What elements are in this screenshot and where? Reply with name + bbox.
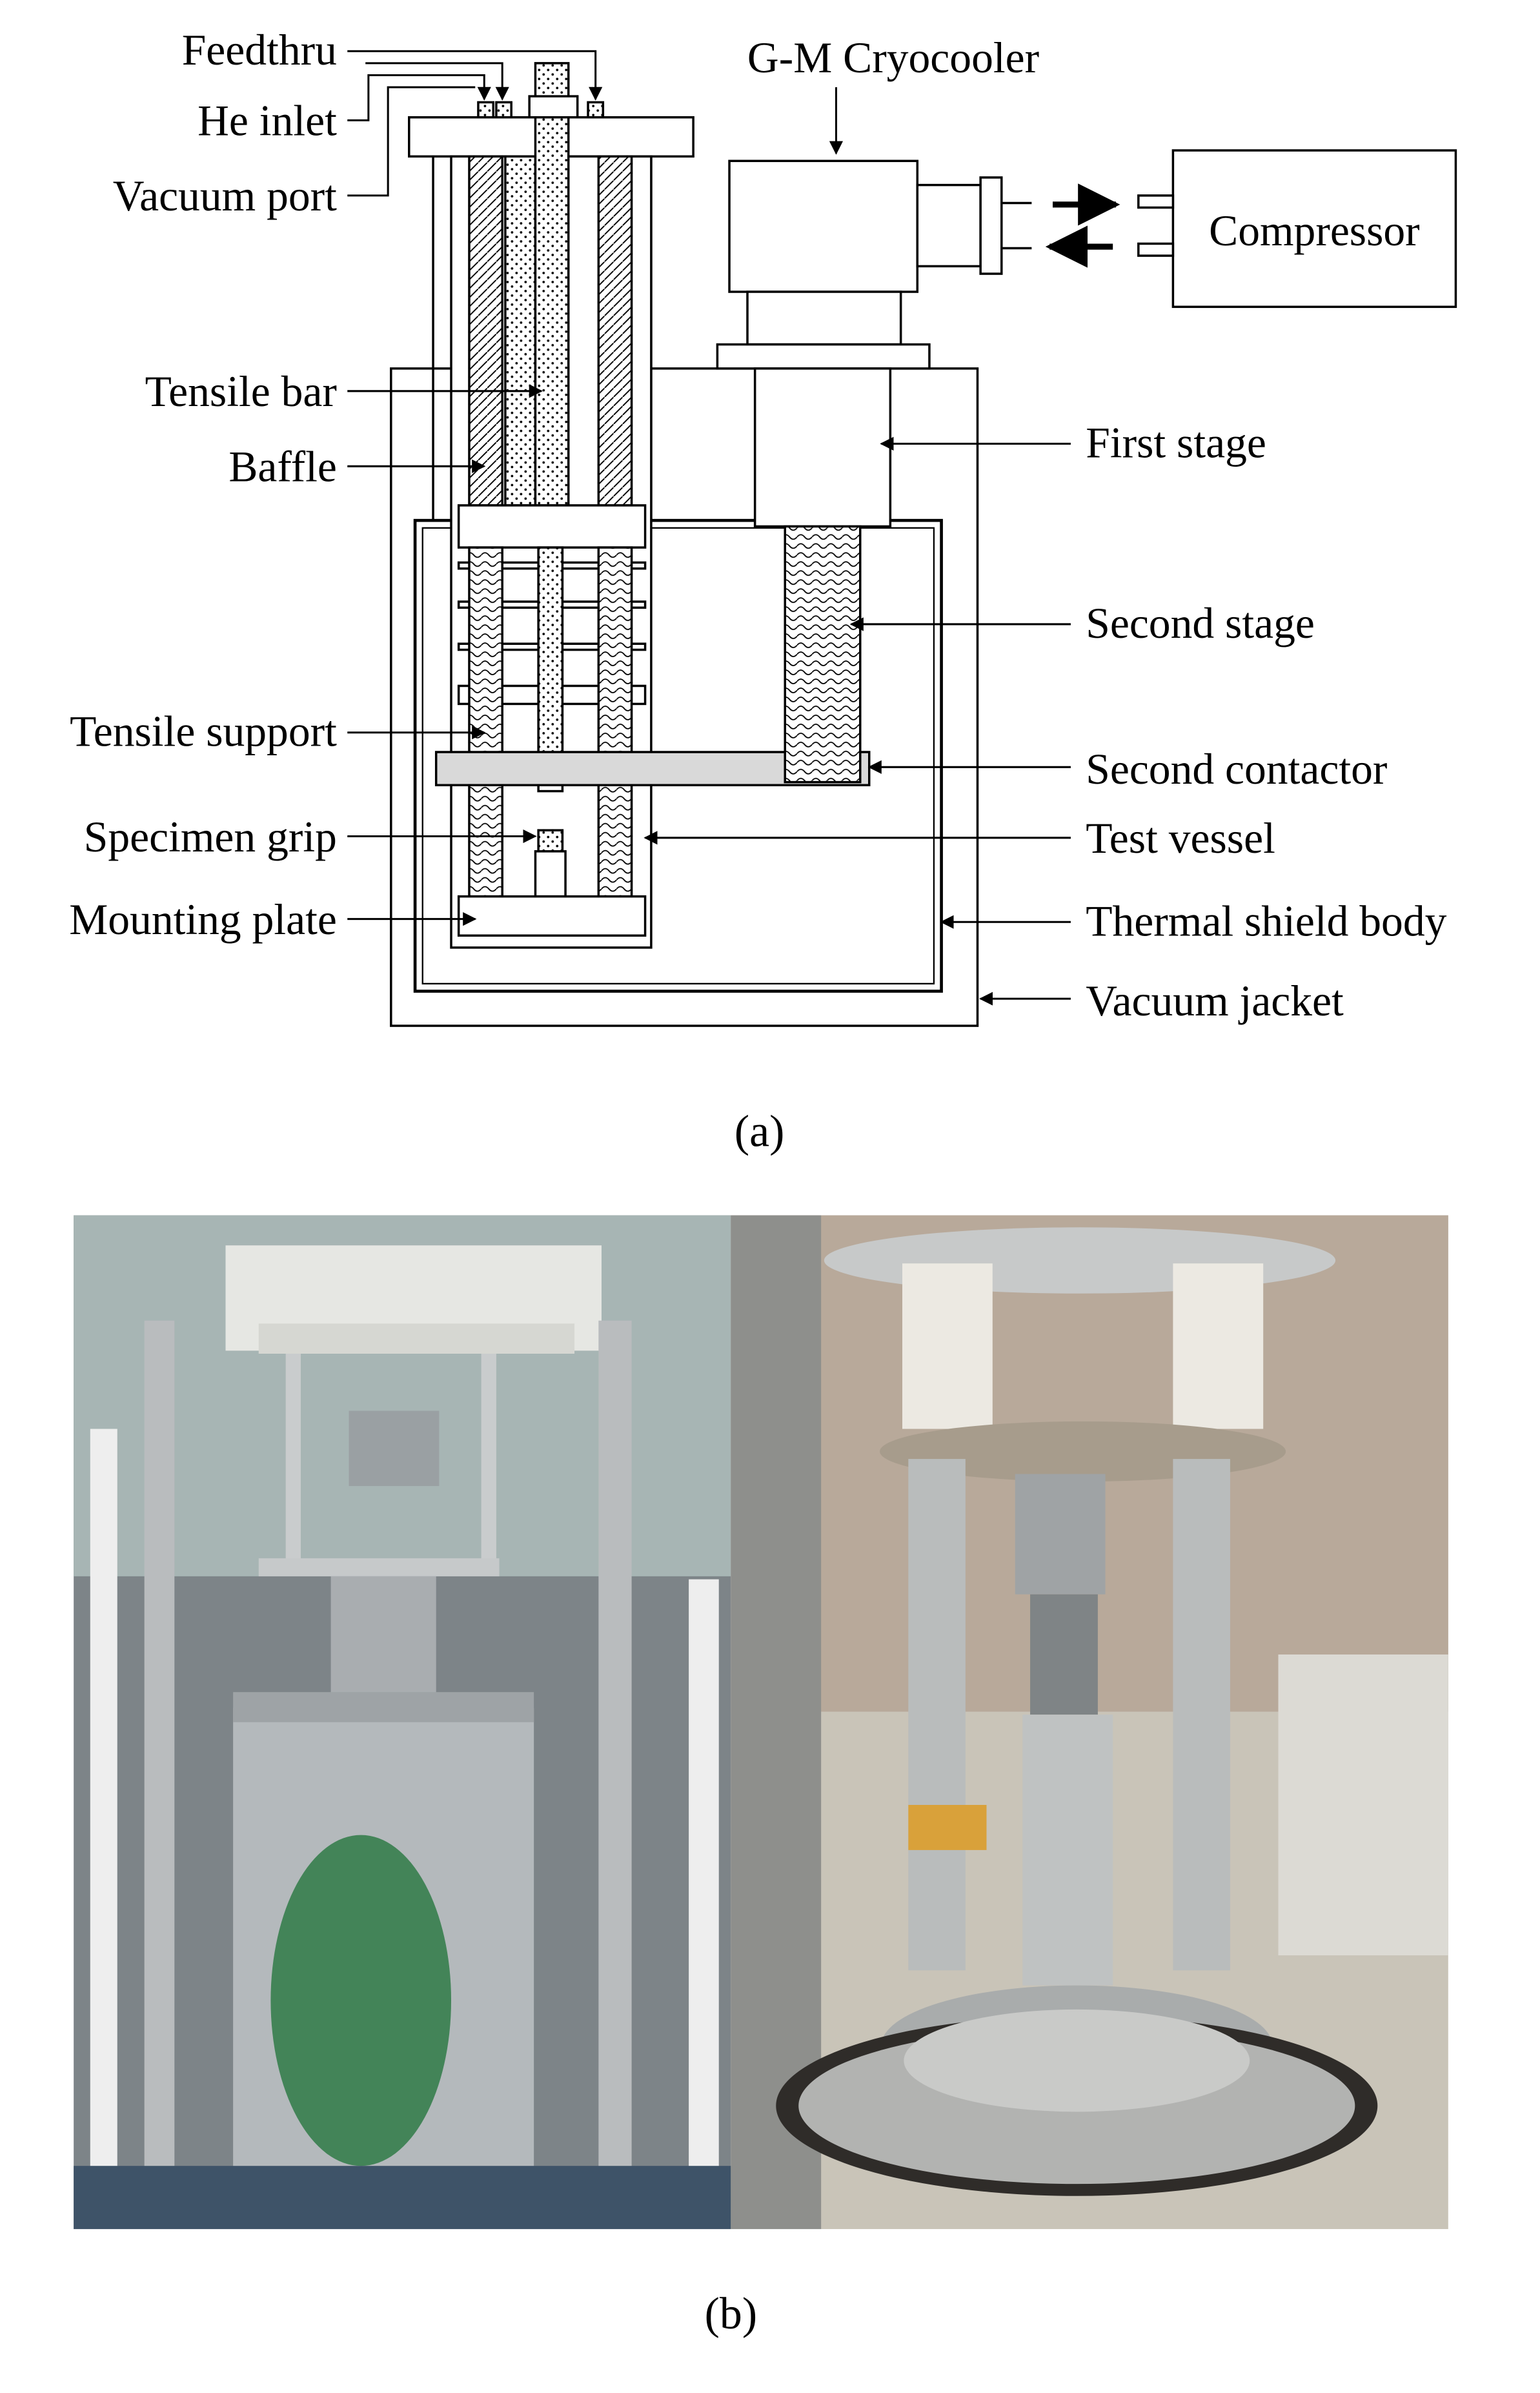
mounting-plate (457, 895, 647, 937)
baffle (504, 155, 537, 507)
tensile-support (468, 546, 503, 898)
vacuum-jacket (390, 367, 979, 1027)
caption-a: (a) (735, 1106, 785, 1156)
label-he-inlet: He inlet (198, 97, 337, 145)
label-second-contactor: Second contactor (1086, 745, 1387, 793)
second-stage (784, 525, 862, 784)
photo-tensile-rig (731, 1215, 1448, 2230)
thermal-shield-body (413, 518, 943, 993)
label-baffle: Baffle (228, 443, 337, 491)
label-cryocooler: G-M Cryocooler (747, 34, 1039, 82)
label-second-stage: Second stage (1086, 599, 1315, 647)
label-first-stage: First stage (1086, 418, 1266, 467)
label-vacuum-jacket: Vacuum jacket (1086, 977, 1344, 1025)
tensile-bar (534, 62, 570, 507)
label-vacuum-port: Vacuum port (113, 172, 337, 220)
compressor-box (1171, 149, 1457, 309)
photo-test-machine (74, 1215, 731, 2230)
label-mounting-plate: Mounting plate (69, 895, 337, 944)
label-specimen-grip: Specimen grip (84, 813, 337, 861)
label-feedthru: Feedthru (182, 26, 337, 74)
first-stage (753, 367, 892, 528)
specimen-grip-lower (537, 829, 564, 853)
cryocooler-head (728, 159, 919, 293)
label-compressor: Compressor (1209, 207, 1420, 255)
label-thermal-shield-body: Thermal shield body (1086, 897, 1446, 945)
label-tensile-bar: Tensile bar (145, 367, 337, 416)
label-test-vessel: Test vessel (1086, 814, 1275, 862)
schematic-a (390, 62, 1457, 1027)
caption-b: (b) (705, 2289, 757, 2339)
label-tensile-support: Tensile support (70, 708, 337, 756)
